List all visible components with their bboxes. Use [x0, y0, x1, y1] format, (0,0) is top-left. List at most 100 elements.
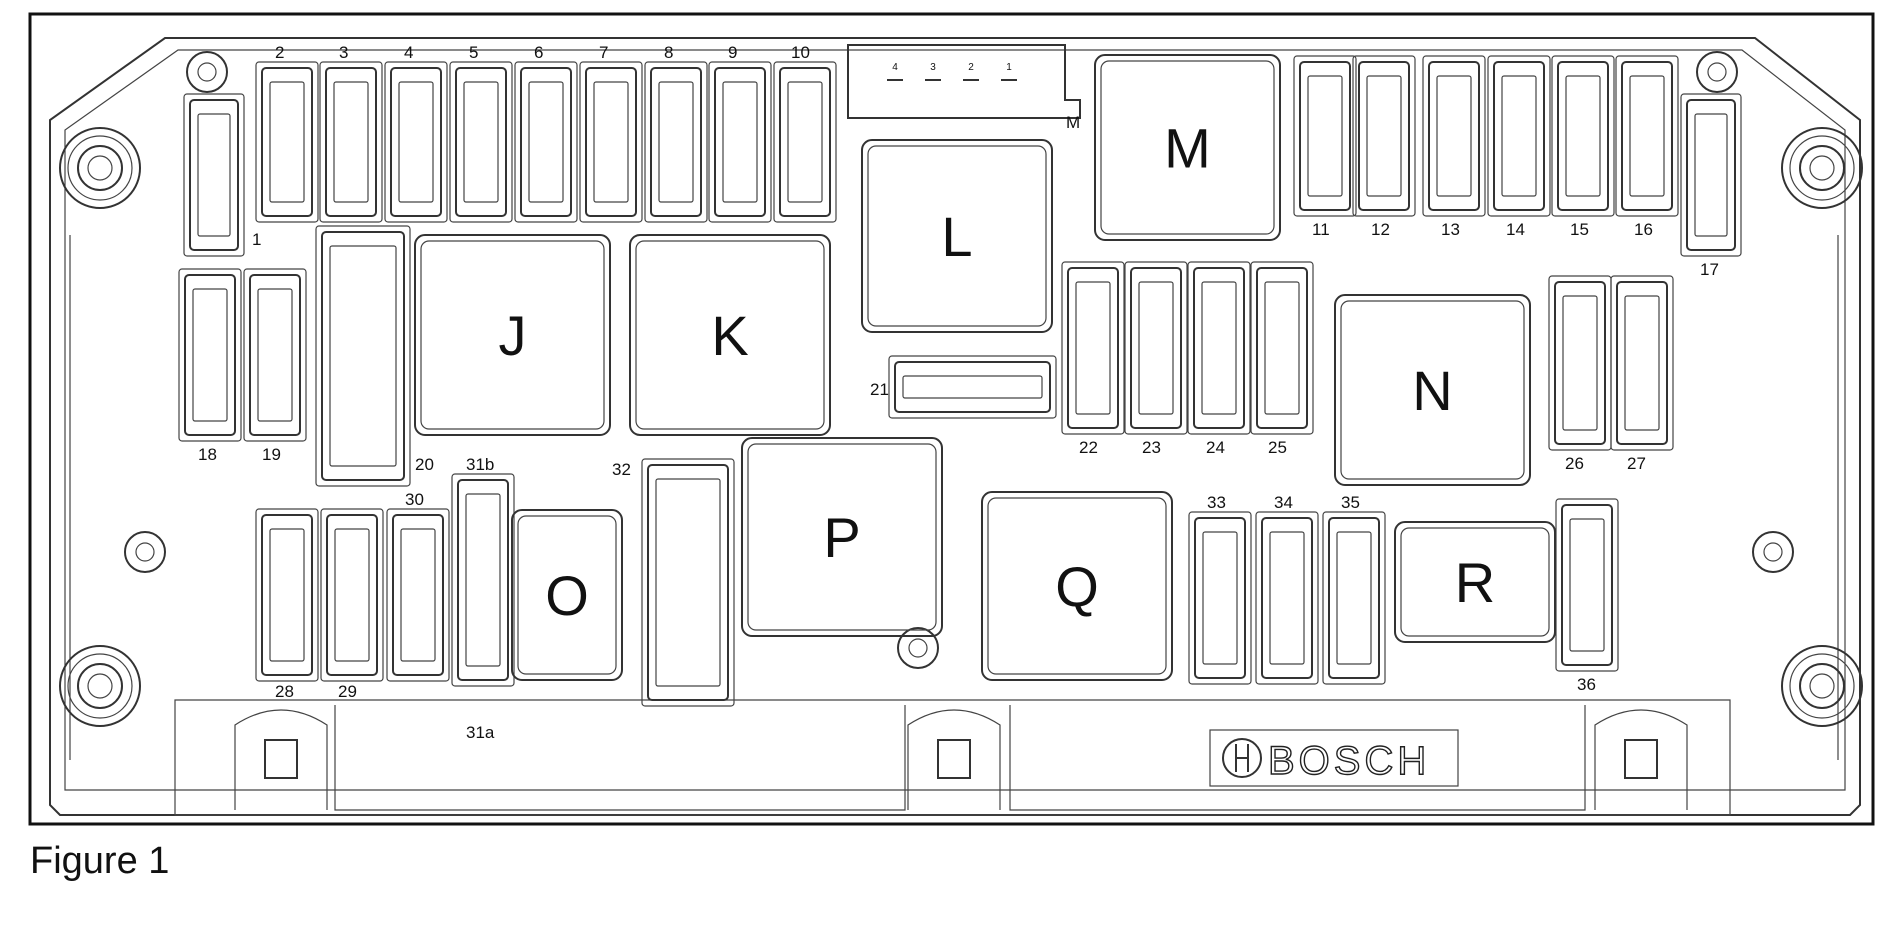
connector-pin-label: 1 [1006, 62, 1012, 73]
fuse-12: 12 [1352, 55, 1416, 239]
fuse-32: 32 [612, 458, 735, 707]
mounting-hole-icon [1696, 51, 1738, 93]
fuse-17: 17 [1680, 93, 1742, 279]
connector-pin-label: 2 [968, 62, 974, 73]
fuse-36: 36 [1555, 498, 1619, 694]
fuse-label: 31b [466, 455, 494, 474]
mounting-bolt-icon [59, 127, 141, 209]
fuse-8: 8 [644, 43, 708, 223]
fuse-label: 34 [1274, 493, 1293, 512]
mounting-bolt-icon [1781, 127, 1863, 209]
fuse-label: 22 [1079, 438, 1098, 457]
fuse-label: 25 [1268, 438, 1287, 457]
relay-K: K [629, 234, 831, 436]
fuse-35: 35 [1322, 493, 1386, 685]
fuse-13: 13 [1422, 55, 1486, 239]
fuse-27: 27 [1610, 275, 1674, 473]
relay-label: O [545, 564, 589, 627]
relay-label: Q [1055, 555, 1099, 618]
fuse-31b: 31b [451, 455, 515, 687]
fuse-24: 24 [1187, 261, 1251, 457]
fuse-11: 11 [1293, 55, 1357, 239]
mounting-bolt-icon [1781, 645, 1863, 727]
fuse-label: 3 [339, 43, 348, 62]
mounting-hole-icon [897, 627, 939, 669]
connector-pin-label: 3 [930, 62, 936, 73]
fuse-label: 19 [262, 445, 281, 464]
fuse-25: 25 [1250, 261, 1314, 457]
fuse-label: 13 [1441, 220, 1460, 239]
relay-J: J [414, 234, 611, 436]
fuse-1: 1 [183, 93, 261, 257]
mounting-hole-icon [186, 51, 228, 93]
fuse-label: 8 [664, 43, 673, 62]
fuse-label: 23 [1142, 438, 1161, 457]
relay-M: M [1094, 54, 1281, 241]
fuse-16: 16 [1615, 55, 1679, 239]
relay-label: M [1164, 117, 1211, 180]
mounting-slot [1624, 739, 1658, 779]
fuse-label: 32 [612, 460, 631, 479]
fuse-9: 9 [708, 43, 772, 223]
relay-P: P [741, 437, 943, 637]
fuse-label: 16 [1634, 220, 1653, 239]
figure-caption: Figure 1 [30, 840, 170, 882]
fuse-label: 29 [338, 682, 357, 701]
fuse-label: 12 [1371, 220, 1390, 239]
fuse-label: 27 [1627, 454, 1646, 473]
fuse-3: 3 [319, 43, 383, 223]
connector-label: M [1066, 113, 1080, 132]
fuse-label: 5 [469, 43, 478, 62]
fuse-23: 23 [1124, 261, 1188, 457]
relay-Q: Q [981, 491, 1173, 681]
relay-label: P [823, 506, 860, 569]
bosch-armature-icon [1222, 738, 1262, 778]
fuse-33: 33 [1188, 493, 1252, 685]
relay-N: N [1334, 294, 1531, 486]
fuse-label: 24 [1206, 438, 1225, 457]
fuse-label: 11 [1312, 220, 1330, 239]
fuse-label: 9 [728, 43, 737, 62]
fuse-21: 21 [870, 355, 1057, 419]
fuse-6: 6 [514, 43, 578, 223]
mounting-hole-icon [1752, 531, 1794, 573]
mounting-hole-icon [124, 531, 166, 573]
relay-L: L [861, 139, 1053, 333]
fuse-label: 30 [405, 490, 424, 509]
fuse-box-housing [49, 37, 1863, 816]
mounting-slot [937, 739, 971, 779]
fuse-19: 19 [243, 268, 307, 464]
mounting-bolt-icon [59, 645, 141, 727]
fuse-5: 5 [449, 43, 513, 223]
fuse-label: 36 [1577, 675, 1596, 694]
fuse-label: 10 [791, 43, 810, 62]
fuse-label: 14 [1506, 220, 1525, 239]
fuse-label-31a: 31a [466, 723, 495, 742]
fuse-34: 34 [1255, 493, 1319, 685]
fuse-label: 1 [252, 230, 261, 249]
relay-label: R [1455, 551, 1495, 614]
fuse-label: 6 [534, 43, 543, 62]
fuse-15: 15 [1551, 55, 1615, 239]
fuse-label: 21 [870, 380, 889, 399]
mounting-slot [264, 739, 298, 779]
fuse-7: 7 [579, 43, 643, 223]
connector-rail [174, 699, 1731, 816]
fuse-label: 28 [275, 682, 294, 701]
relay-label: K [711, 304, 748, 367]
fuse-label: 33 [1207, 493, 1226, 512]
connector-m: 4 3 2 1M [847, 44, 1081, 132]
fuse-label: 2 [275, 43, 284, 62]
fuse-label: 7 [599, 43, 608, 62]
relay-label: N [1412, 359, 1452, 422]
connector-pin-label: 4 [892, 62, 898, 73]
fuse-label: 35 [1341, 493, 1360, 512]
fuse-label: 26 [1565, 454, 1584, 473]
fuse-2: 2 [255, 43, 319, 223]
fuse-18: 18 [178, 268, 242, 464]
relay-label: J [499, 304, 527, 367]
relay-label: L [941, 205, 972, 268]
relay-O: O [511, 509, 623, 681]
fuse-4: 4 [384, 43, 448, 223]
